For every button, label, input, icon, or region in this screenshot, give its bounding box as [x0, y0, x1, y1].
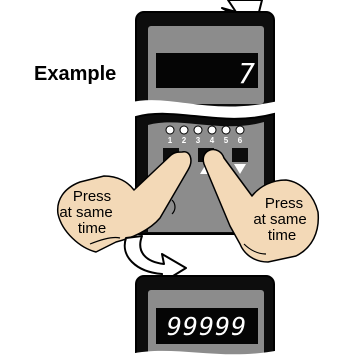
right-hand-line3: time: [268, 227, 296, 244]
right-hand: Press at same time: [202, 148, 320, 263]
top-display: [156, 53, 258, 88]
right-hand-line1: Press: [265, 195, 303, 212]
led-1: [165, 125, 175, 135]
led-number-6: 6: [238, 136, 243, 145]
example-label: Example: [34, 63, 116, 85]
break-gap: [128, 100, 282, 119]
right-hand-line2: at same: [253, 211, 306, 228]
led-3: [193, 125, 203, 135]
left-hand-line1: Press: [73, 188, 111, 205]
left-hand-line3: time: [78, 220, 106, 237]
bottom-break-gap: [130, 350, 280, 360]
top-display-value: 7: [238, 57, 255, 90]
led-number-3: 3: [196, 136, 201, 145]
led-4: [207, 125, 217, 135]
top-device-upper: 7: [135, 11, 275, 111]
indicator-leds: [165, 125, 245, 135]
led-2: [179, 125, 189, 135]
led-6: [235, 125, 245, 135]
bottom-display: [156, 308, 258, 344]
led-number-5: 5: [224, 136, 229, 145]
left-hand: Press at same time: [56, 151, 192, 253]
led-number-2: 2: [182, 136, 187, 145]
down-key[interactable]: [232, 148, 248, 162]
led-5: [221, 125, 231, 135]
led-numbers: 1 2 3 4 5 6: [168, 136, 243, 145]
down-triangle-icon: [234, 164, 246, 174]
bottom-display-value: 99999: [167, 312, 247, 341]
bottom-device: 99999: [130, 275, 280, 360]
left-hand-line2: at same: [59, 204, 112, 221]
led-number-4: 4: [210, 136, 215, 145]
led-number-1: 1: [168, 136, 173, 145]
